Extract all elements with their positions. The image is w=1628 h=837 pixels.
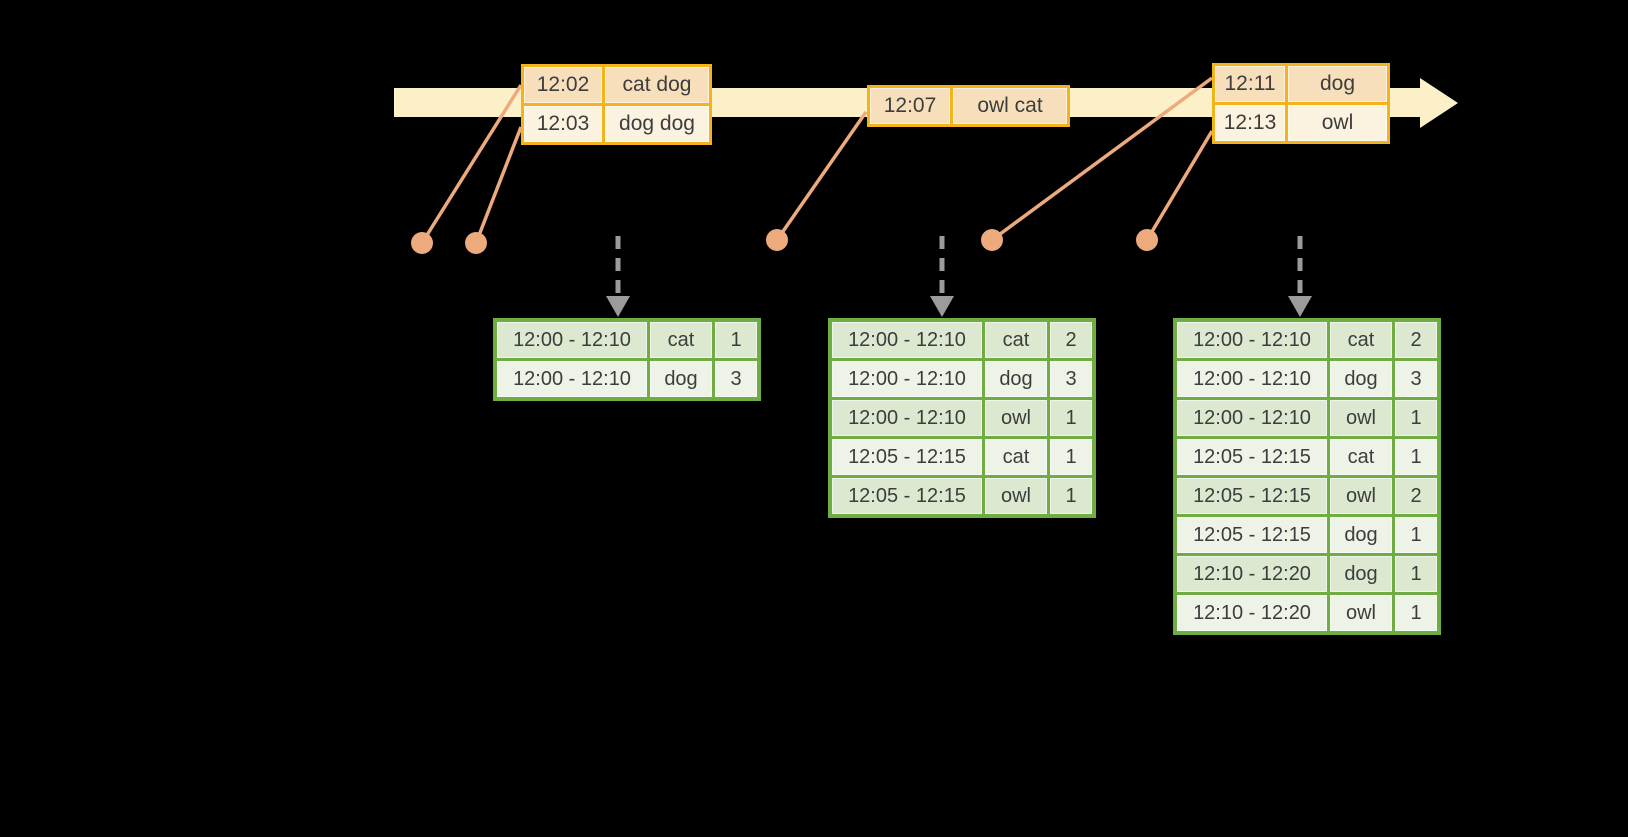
connector-line-1203 bbox=[474, 126, 523, 244]
event-time-cell: 12:03 bbox=[524, 106, 602, 142]
result-word-cell: owl bbox=[1330, 478, 1392, 514]
result-table-3: 12:00 - 12:10 cat 2 12:00 - 12:10 dog 3 … bbox=[1173, 318, 1441, 635]
result-window-cell: 12:00 - 12:10 bbox=[832, 400, 982, 436]
event-words-cell: cat dog bbox=[605, 67, 709, 103]
result-window-cell: 12:10 - 12:20 bbox=[1177, 556, 1327, 592]
result-count-cell: 2 bbox=[1395, 478, 1437, 514]
result-window-cell: 12:00 - 12:10 bbox=[1177, 361, 1327, 397]
result-word-cell: cat bbox=[650, 322, 712, 358]
connector-line-1202 bbox=[420, 84, 523, 244]
result-word-cell: dog bbox=[1330, 556, 1392, 592]
event-dot-icon bbox=[981, 229, 1003, 251]
result-count-cell: 1 bbox=[1395, 595, 1437, 631]
result-count-cell: 2 bbox=[1050, 322, 1092, 358]
event-time-cell: 12:02 bbox=[524, 67, 602, 103]
event-connector-lines bbox=[420, 76, 1214, 244]
event-words-cell: owl cat bbox=[953, 88, 1067, 124]
event-time-cell: 12:11 bbox=[1215, 66, 1285, 102]
result-window-cell: 12:05 - 12:15 bbox=[832, 439, 982, 475]
result-word-cell: cat bbox=[985, 439, 1047, 475]
result-window-cell: 12:05 - 12:15 bbox=[1177, 439, 1327, 475]
event-words-cell: owl bbox=[1288, 105, 1387, 141]
event-dot-icon bbox=[1136, 229, 1158, 251]
result-word-cell: owl bbox=[985, 478, 1047, 514]
result-word-cell: owl bbox=[985, 400, 1047, 436]
event-table-1207: 12:07 owl cat bbox=[867, 85, 1070, 127]
event-dot-icon bbox=[766, 229, 788, 251]
result-table-1: 12:00 - 12:10 cat 1 12:00 - 12:10 dog 3 bbox=[493, 318, 761, 401]
event-dot-icon bbox=[411, 232, 433, 254]
result-word-cell: dog bbox=[650, 361, 712, 397]
result-word-cell: owl bbox=[1330, 400, 1392, 436]
result-word-cell: owl bbox=[1330, 595, 1392, 631]
result-word-cell: cat bbox=[985, 322, 1047, 358]
result-window-cell: 12:05 - 12:15 bbox=[1177, 517, 1327, 553]
result-window-cell: 12:00 - 12:10 bbox=[497, 322, 647, 358]
result-window-cell: 12:05 - 12:15 bbox=[832, 478, 982, 514]
connector-line-1207 bbox=[775, 111, 868, 241]
result-window-cell: 12:00 - 12:10 bbox=[1177, 400, 1327, 436]
result-window-cell: 12:05 - 12:15 bbox=[1177, 478, 1327, 514]
down-arrowhead-icon bbox=[1288, 296, 1312, 317]
result-count-cell: 1 bbox=[1395, 517, 1437, 553]
event-time-cell: 12:13 bbox=[1215, 105, 1285, 141]
result-word-cell: dog bbox=[1330, 517, 1392, 553]
event-words-cell: dog bbox=[1288, 66, 1387, 102]
result-count-cell: 2 bbox=[1395, 322, 1437, 358]
result-count-cell: 3 bbox=[1395, 361, 1437, 397]
result-word-cell: dog bbox=[1330, 361, 1392, 397]
timeline-arrowhead-icon bbox=[1420, 78, 1458, 128]
result-count-cell: 3 bbox=[1050, 361, 1092, 397]
event-time-cell: 12:07 bbox=[870, 88, 950, 124]
trigger-arrow-lines bbox=[615, 236, 1303, 298]
event-table-1202: 12:02 cat dog 12:03 dog dog bbox=[521, 64, 712, 145]
result-word-cell: dog bbox=[985, 361, 1047, 397]
result-count-cell: 1 bbox=[1395, 400, 1437, 436]
result-count-cell: 1 bbox=[1050, 400, 1092, 436]
connector-line-1213 bbox=[1145, 130, 1214, 241]
result-count-cell: 1 bbox=[715, 322, 757, 358]
down-arrowhead-icon bbox=[606, 296, 630, 317]
result-count-cell: 1 bbox=[1050, 439, 1092, 475]
result-table-2: 12:00 - 12:10 cat 2 12:00 - 12:10 dog 3 … bbox=[828, 318, 1096, 518]
result-count-cell: 1 bbox=[1395, 439, 1437, 475]
result-count-cell: 3 bbox=[715, 361, 757, 397]
down-arrowhead-icon bbox=[930, 296, 954, 317]
result-window-cell: 12:00 - 12:10 bbox=[832, 322, 982, 358]
result-count-cell: 1 bbox=[1395, 556, 1437, 592]
result-window-cell: 12:10 - 12:20 bbox=[1177, 595, 1327, 631]
event-table-1211: 12:11 dog 12:13 owl bbox=[1212, 63, 1390, 144]
connector-line-1211 bbox=[990, 76, 1214, 242]
event-words-cell: dog dog bbox=[605, 106, 709, 142]
event-dot-icon bbox=[465, 232, 487, 254]
result-window-cell: 12:00 - 12:10 bbox=[497, 361, 647, 397]
event-dots bbox=[411, 229, 1158, 254]
trigger-arrowheads bbox=[606, 296, 1312, 317]
result-window-cell: 12:00 - 12:10 bbox=[832, 361, 982, 397]
result-word-cell: cat bbox=[1330, 439, 1392, 475]
result-count-cell: 1 bbox=[1050, 478, 1092, 514]
result-word-cell: cat bbox=[1330, 322, 1392, 358]
result-window-cell: 12:00 - 12:10 bbox=[1177, 322, 1327, 358]
